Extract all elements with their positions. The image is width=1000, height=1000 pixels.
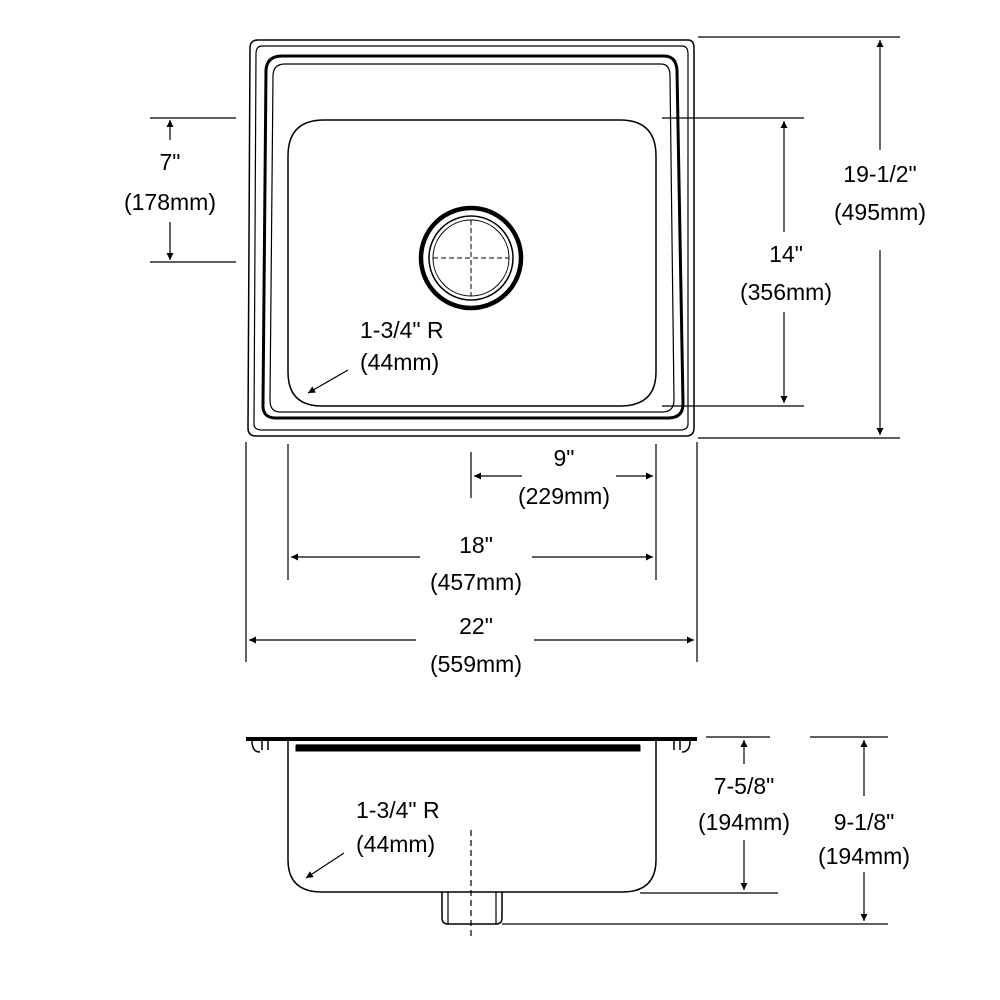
dim-corner-radius-side: 1-3/4" R (44mm) (305, 797, 440, 879)
bowl-floor (287, 119, 657, 407)
bowl-height-inch: 7-5/8" (714, 773, 775, 799)
bowl-width-mm: (457mm) (430, 569, 522, 595)
drain-outlet (441, 830, 503, 940)
corner-radius-top-mm: (44mm) (360, 349, 439, 375)
dim-bowl-height: 7-5/8" (194mm) (640, 736, 790, 894)
bowl-width-inch: 18" (459, 532, 493, 558)
drain-offset-inch: 9" (554, 445, 575, 471)
flange-clip-right (673, 740, 691, 753)
dim-left-depth: 7" (178mm) (124, 117, 236, 263)
bowl-rim-inner (269, 63, 675, 413)
dim-overall-depth: 19-1/2" (495mm) (698, 36, 926, 439)
bowl-depth-mm: (356mm) (740, 279, 832, 305)
bowl-body (287, 741, 657, 893)
sink-rim-outer (247, 39, 695, 437)
sink-rim-inner-edge (253, 45, 689, 431)
dim-bowl-width: 18" (457mm) (287, 444, 653, 595)
dim-overall-width: 22" (559mm) (245, 442, 698, 677)
flange-clip-left (251, 740, 269, 753)
overall-width-mm: (559mm) (430, 651, 522, 677)
overall-width-inch: 22" (459, 613, 493, 639)
bowl-rim (261, 54, 685, 420)
overall-depth-inch: 19-1/2" (843, 161, 916, 187)
top-view: 7" (178mm) 19-1/2" (495mm) 14" (356mm) 1… (124, 36, 926, 677)
sink-flange (246, 737, 697, 741)
bowl-depth-inch: 14" (769, 241, 803, 267)
dim-corner-radius-top: 1-3/4" R (44mm) (307, 317, 444, 394)
overall-height-mm: (194mm) (818, 843, 910, 869)
corner-radius-side-inch: 1-3/4" R (356, 797, 440, 823)
dim-drain-offset: 9" (229mm) (470, 444, 657, 580)
dim-bowl-depth: 14" (356mm) (662, 117, 832, 407)
overall-depth-mm: (495mm) (834, 199, 926, 225)
overall-height-inch: 9-1/8" (834, 809, 895, 835)
corner-radius-side-mm: (44mm) (356, 831, 435, 857)
bowl-height-mm: (194mm) (698, 809, 790, 835)
drain-offset-mm: (229mm) (518, 483, 610, 509)
left-depth-mm: (178mm) (124, 189, 216, 215)
drain (418, 205, 524, 311)
side-view: 1-3/4" R (44mm) 7-5/8" (194mm) 9-1/8" (1… (246, 736, 910, 940)
left-depth-inch: 7" (160, 149, 181, 175)
corner-radius-top-inch: 1-3/4" R (360, 317, 444, 343)
dim-overall-height: 9-1/8" (194mm) (502, 736, 910, 925)
